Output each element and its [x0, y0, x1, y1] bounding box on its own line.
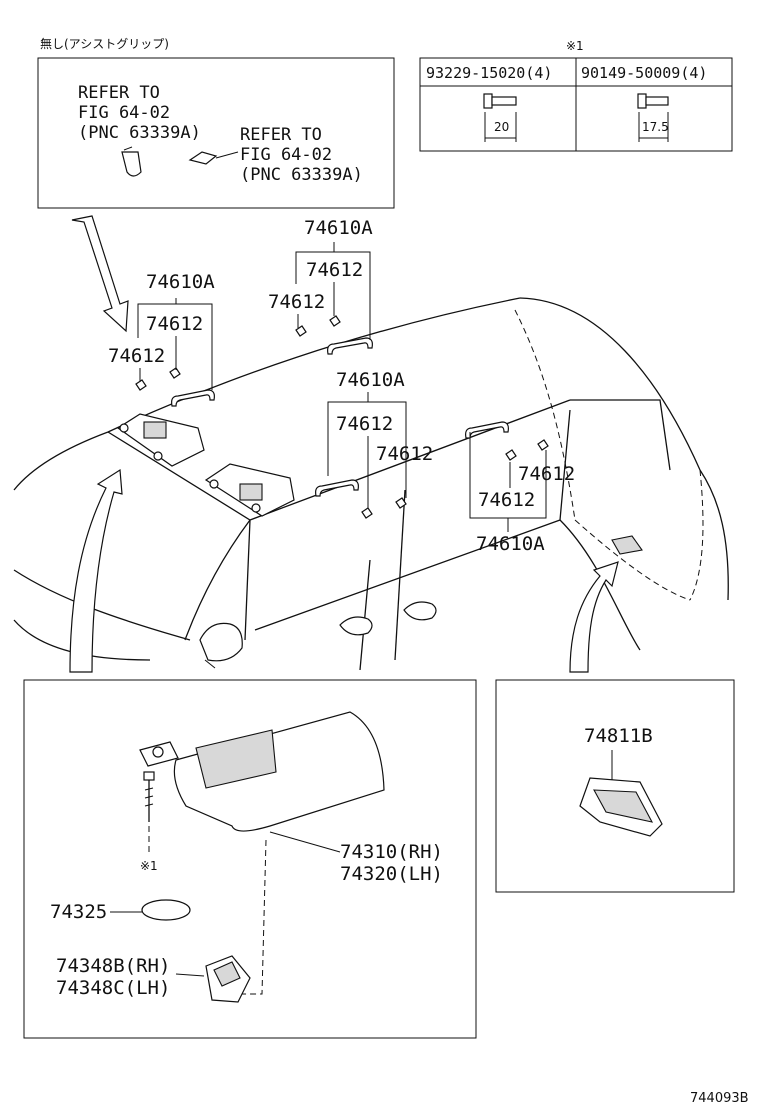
label-clip-3b: 74612 — [376, 443, 433, 465]
assist-grip-icon — [171, 389, 215, 407]
table-col1-dim: 20 — [494, 120, 509, 134]
label-grip-2: 74610A — [304, 217, 373, 239]
header-note: 無し(アシストグリップ) — [40, 36, 169, 51]
sun-visor-lh-installed — [204, 463, 295, 517]
refer1-line2: FIG 64-02 — [78, 103, 170, 123]
refer1-line3: (PNC 63339A) — [78, 123, 201, 143]
vehicle-body — [13, 297, 729, 671]
refer-box: REFER TO FIG 64-02 (PNC 63339A) REFER TO… — [37, 57, 395, 209]
screw-icon — [483, 93, 517, 142]
label-grip-3: 74610A — [336, 369, 405, 391]
label-clip-3a: 74612 — [336, 413, 393, 435]
label-clip-1a: 74612 — [146, 313, 203, 335]
clip-icons — [135, 315, 549, 519]
label-lamp: 74811B — [584, 725, 653, 747]
label-clip-4b: 74612 — [478, 489, 535, 511]
label-clip-4a: 74612 — [518, 463, 575, 485]
table-col2-dim: 17.5 — [642, 120, 669, 134]
label-clip-2a: 74612 — [306, 259, 363, 281]
table-col2-part: 90149-50009(4) — [581, 64, 707, 82]
grip-cap-icon — [121, 151, 142, 177]
label-holder-lh: 74348C(LH) — [56, 977, 170, 999]
lamp-detail-box: 74811B — [495, 679, 735, 893]
sun-visor-rh-installed — [116, 413, 205, 467]
label-clip-2b: 74612 — [268, 291, 325, 313]
fastener-table: ※1 93229-15020(4) 90149-50009(4) 20 17.5 — [419, 39, 733, 152]
screw-icon — [143, 771, 155, 822]
pointer-arrow — [71, 215, 129, 333]
assist-grip-icon — [315, 479, 359, 497]
screw-reference: ※1 — [140, 859, 158, 873]
visor-detail-box: ※1 74310(RH) 74320(LH) 74325 74348B(RH) … — [23, 679, 477, 1039]
pointer-arrow — [69, 468, 123, 673]
grip-cap-icon — [188, 151, 218, 165]
label-visor-rh: 74310(RH) — [340, 841, 443, 863]
label-grip-1: 74610A — [146, 271, 215, 293]
mirror-cover-icon — [141, 899, 191, 921]
sun-visor-icon — [173, 711, 385, 832]
assist-grip-icon — [327, 337, 373, 355]
refer2-line2: FIG 64-02 — [240, 145, 332, 165]
figure-code: 744093B — [690, 1091, 749, 1106]
refer2-line3: (PNC 63339A) — [240, 165, 363, 185]
screw-icon — [637, 93, 669, 142]
pointer-arrow — [569, 561, 619, 673]
label-mirror-cover: 74325 — [50, 901, 107, 923]
table-asterisk: ※1 — [566, 39, 584, 53]
refer1-line1: REFER TO — [78, 83, 160, 103]
assist-grip-icon — [465, 421, 509, 439]
refer2-line1: REFER TO — [240, 125, 322, 145]
lamp-installed-icon — [611, 535, 643, 555]
label-grip-4: 74610A — [476, 533, 545, 555]
table-col1-part: 93229-15020(4) — [426, 64, 552, 82]
label-holder-rh: 74348B(RH) — [56, 955, 170, 977]
label-visor-lh: 74320(LH) — [340, 863, 443, 885]
vanity-mirror-icon — [195, 729, 277, 789]
label-clip-1b: 74612 — [108, 345, 165, 367]
